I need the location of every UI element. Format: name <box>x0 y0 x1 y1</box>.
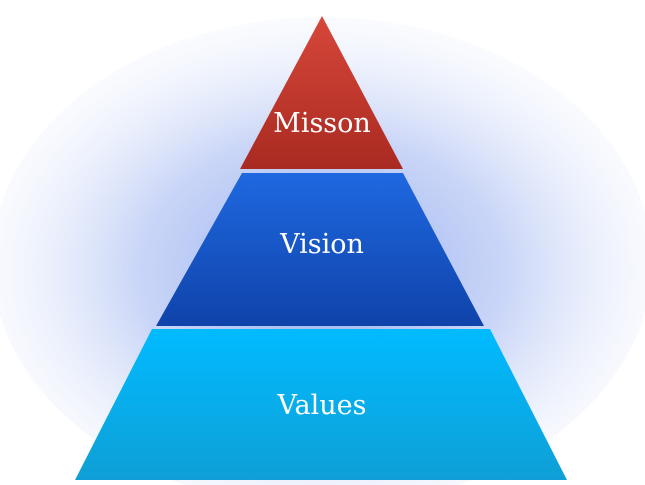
pyramid-tier-vision <box>156 173 484 326</box>
tier-label-values: Values <box>277 390 367 421</box>
tier-label-mission: Misson <box>273 108 371 139</box>
pyramid-tier-mission <box>240 16 403 169</box>
tier-label-vision: Vision <box>279 229 364 260</box>
pyramid-tier-values <box>75 329 567 480</box>
